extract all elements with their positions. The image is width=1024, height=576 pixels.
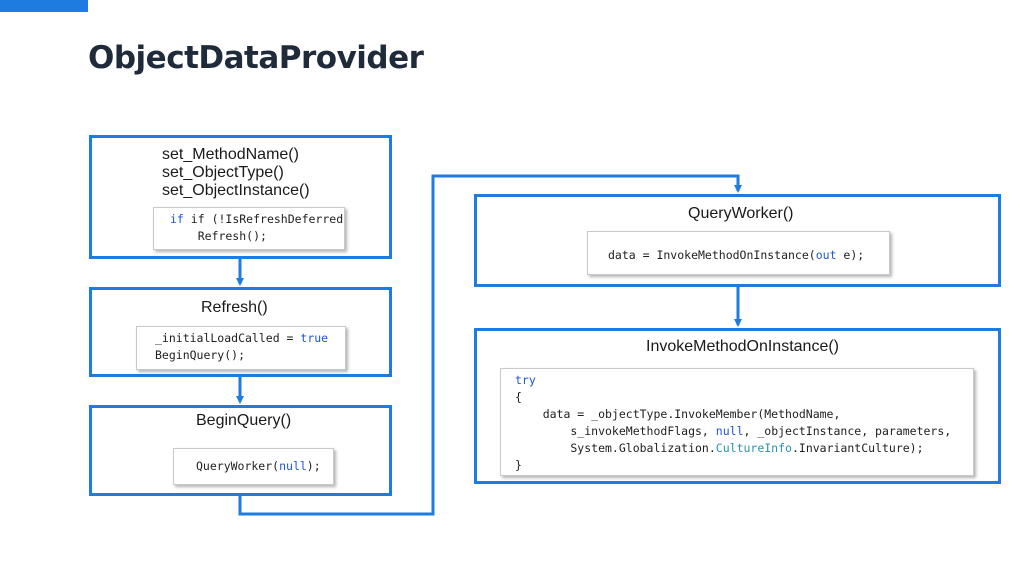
keyword-null: null: [279, 459, 307, 473]
invoke-method-title: InvokeMethodOnInstance(): [646, 338, 839, 355]
query-worker-node: QueryWorker() data = InvokeMethodOnInsta…: [474, 194, 1001, 287]
keyword-true: true: [300, 331, 329, 345]
begin-query-title: BeginQuery(): [196, 412, 292, 429]
code-condition: if (!IsRefreshDeferred): [190, 212, 345, 226]
keyword-out: out: [815, 248, 837, 262]
keyword-if: if: [170, 212, 184, 226]
code-begin-query-call: BeginQuery();: [155, 348, 246, 362]
code-close-brace: }: [515, 458, 522, 472]
code-open-brace: {: [515, 390, 522, 404]
invoke-method-code-snippet: try { data = _objectType.InvokeMember(Met…: [500, 368, 974, 476]
code-invoke-member: data = _objectType.InvokeMember(MethodNa…: [515, 407, 841, 421]
query-worker-title: QueryWorker(): [688, 205, 794, 222]
type-cultureinfo: CultureInfo: [715, 441, 792, 455]
code-close-paren: );: [306, 459, 321, 473]
begin-query-node: BeginQuery() QueryWorker(null);: [89, 405, 392, 496]
code-globalization: System.Globalization.: [515, 441, 716, 455]
query-worker-code-snippet: data = InvokeMethodOnInstance(out e);: [587, 231, 890, 275]
invoke-method-node: InvokeMethodOnInstance() try { data = _ob…: [474, 328, 1001, 484]
slide-title: ObjectDataProvider: [88, 40, 424, 76]
begin-query-code-snippet: QueryWorker(null);: [173, 448, 334, 485]
code-invoke-call: data = InvokeMethodOnInstance(: [608, 248, 816, 262]
keyword-null-arg: null: [715, 424, 744, 438]
title-line-set-objecttype: set_ObjectType(): [162, 164, 284, 181]
code-query-worker: QueryWorker(: [196, 459, 280, 473]
accent-bar: [0, 0, 88, 12]
code-refresh-call: Refresh();: [170, 229, 267, 243]
code-tail: e);: [836, 248, 865, 262]
keyword-try: try: [515, 373, 536, 387]
setters-node: set_MethodName() set_ObjectType() set_Ob…: [89, 135, 392, 259]
refresh-title: Refresh(): [201, 299, 268, 316]
arrow-beginquery-to-queryworker: [238, 174, 742, 516]
setters-code-snippet: if if (!IsRefreshDeferred) Refresh();: [153, 207, 345, 250]
title-line-set-methodname: set_MethodName(): [162, 146, 299, 163]
code-flags: s_invokeMethodFlags,: [515, 424, 716, 438]
setters-title: set_MethodName() set_ObjectType() set_Ob…: [162, 146, 310, 200]
code-invariant: .InvariantCulture);: [791, 441, 924, 455]
code-initial-load: _initialLoadCalled =: [155, 331, 301, 345]
title-line-set-objectinstance: set_ObjectInstance(): [162, 182, 310, 199]
code-args: , _objectInstance, parameters,: [743, 424, 952, 438]
